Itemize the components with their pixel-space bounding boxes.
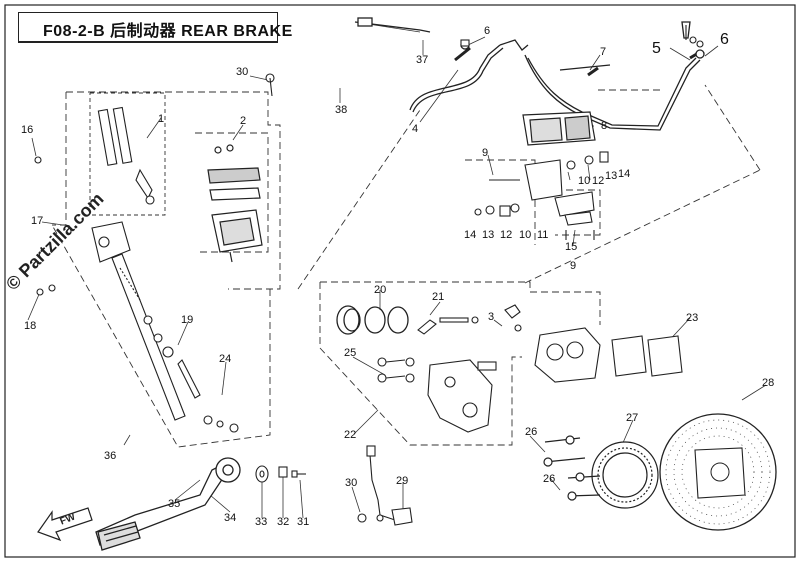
master-cylinder-drawing <box>34 73 275 433</box>
fwd-arrow-drawing <box>37 507 93 542</box>
callout-8[interactable]: 8 <box>601 120 608 132</box>
callout-13b[interactable]: 13 <box>482 229 495 241</box>
callout-19[interactable]: 19 <box>181 314 194 326</box>
tone-ring-drawing <box>543 435 659 509</box>
callout-2[interactable]: 2 <box>240 115 247 127</box>
callout-14a[interactable]: 14 <box>618 168 631 180</box>
callout-4[interactable]: 4 <box>412 123 419 135</box>
callout-24[interactable]: 24 <box>219 353 232 365</box>
callout-16[interactable]: 16 <box>21 124 34 136</box>
callout-7[interactable]: 7 <box>600 46 607 58</box>
brake-pedal-drawing <box>95 457 241 551</box>
callout-12a[interactable]: 12 <box>592 175 605 187</box>
callout-35[interactable]: 35 <box>168 498 181 510</box>
dashed-group-lines <box>51 84 761 448</box>
pedal-washers <box>255 465 306 483</box>
brake-disc-drawing <box>659 413 777 531</box>
callout-25[interactable]: 25 <box>344 347 357 359</box>
speed-sensor-drawing <box>357 445 413 526</box>
callout-13a[interactable]: 13 <box>605 170 618 182</box>
callout-26a[interactable]: 26 <box>525 426 538 438</box>
callout-12b[interactable]: 12 <box>500 229 513 241</box>
outer-frame <box>4 4 796 558</box>
mc-group-boundary-top <box>66 91 281 290</box>
diagram-title: F08-2-B 后制动器 REAR BRAKE <box>43 23 293 40</box>
callout-31[interactable]: 31 <box>297 516 310 528</box>
reservoir-drawing <box>207 144 263 263</box>
callout-6a[interactable]: 6 <box>484 25 491 37</box>
callout-27[interactable]: 27 <box>626 412 639 424</box>
callout-26b[interactable]: 26 <box>543 473 556 485</box>
callout-15[interactable]: 15 <box>565 241 578 253</box>
caliper-group-boundary <box>320 281 601 325</box>
callout-22[interactable]: 22 <box>344 429 357 441</box>
callout-30a[interactable]: 30 <box>236 66 249 78</box>
callout-36[interactable]: 36 <box>104 450 117 462</box>
callout-29[interactable]: 29 <box>396 475 409 487</box>
caliper-parts-drawing <box>377 304 683 433</box>
callout-1[interactable]: 1 <box>158 113 165 125</box>
callout-10b[interactable]: 10 <box>519 229 532 241</box>
valve-unit-drawing <box>522 111 596 146</box>
mc-group-boundary-lower <box>51 224 271 448</box>
callout-6b[interactable]: 6 <box>720 31 729 48</box>
callout-38[interactable]: 38 <box>335 104 348 116</box>
callout-28[interactable]: 28 <box>762 377 775 389</box>
callout-11[interactable]: 11 <box>537 229 549 241</box>
callout-30b[interactable]: 30 <box>345 477 358 489</box>
caliper-seals-drawing <box>336 305 409 335</box>
callout-5[interactable]: 5 <box>652 40 661 57</box>
callout-10a[interactable]: 10 <box>578 175 591 187</box>
callout-14b[interactable]: 14 <box>464 229 477 241</box>
callout-17[interactable]: 17 <box>31 215 44 227</box>
callout-23[interactable]: 23 <box>686 312 699 324</box>
callout-20[interactable]: 20 <box>374 284 387 296</box>
callout-9b[interactable]: 9 <box>570 260 577 272</box>
callout-3[interactable]: 3 <box>488 311 495 323</box>
callout-18[interactable]: 18 <box>24 320 37 332</box>
callout-33[interactable]: 33 <box>255 516 268 528</box>
leader-lines <box>27 23 767 519</box>
diagram-title-box: F08-2-B 后制动器 REAR BRAKE <box>18 12 292 43</box>
callout-9a[interactable]: 9 <box>482 147 489 159</box>
callout-37[interactable]: 37 <box>416 54 429 66</box>
callout-21[interactable]: 21 <box>432 291 445 303</box>
callout-32[interactable]: 32 <box>277 516 290 528</box>
brake-hose-drawing <box>354 17 705 131</box>
callout-34[interactable]: 34 <box>224 512 237 524</box>
banjo-bolt-drawing <box>460 25 704 48</box>
bracket-drawing <box>474 151 609 240</box>
